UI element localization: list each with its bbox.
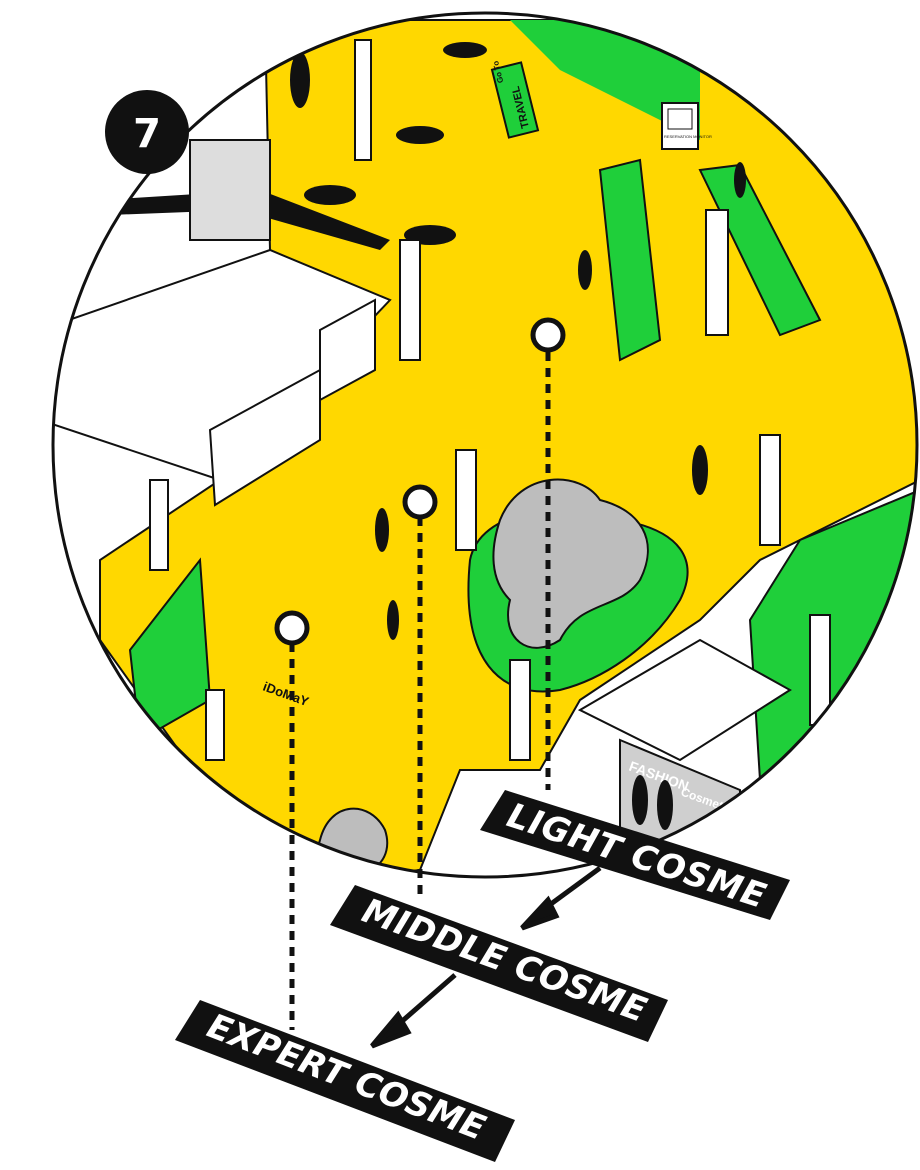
arrows <box>370 865 602 1049</box>
svg-text:MIDDLE COSME: MIDDLE COSME <box>357 891 653 1031</box>
lead-lines <box>289 352 551 1030</box>
cafe-tables <box>304 42 487 245</box>
label-middle-cosme: MIDDLE COSME <box>330 885 668 1042</box>
reservation-monitor: RESERVATION MONITOR <box>661 102 712 150</box>
floor-scene: FASHION Cosmetics Go To TRAVEL RESERVATI… <box>53 19 917 877</box>
svg-text:EXPERT COSME: EXPERT COSME <box>202 1006 492 1149</box>
gallery-room <box>189 139 271 241</box>
frame-circle <box>51 11 919 879</box>
zone-markers <box>274 317 566 646</box>
pillars <box>149 39 831 761</box>
gallery-floor-dark <box>100 190 390 250</box>
people <box>290 52 746 830</box>
svg-text:7: 7 <box>133 111 161 157</box>
marker-expert-cosme <box>274 610 310 646</box>
svg-text:RESERVATION MONITOR: RESERVATION MONITOR <box>664 134 712 139</box>
green-table <box>698 163 822 337</box>
shop-block <box>577 638 792 762</box>
marker-middle-cosme <box>402 484 438 520</box>
rocks <box>492 478 649 649</box>
floor-number-badge: 7 <box>105 90 189 174</box>
shelf-unit <box>319 298 376 402</box>
marker-light-cosme <box>530 317 566 353</box>
shelf-unit <box>208 368 321 507</box>
label-expert-cosme: EXPERT COSME <box>175 1000 515 1162</box>
green-wall <box>510 20 700 140</box>
green-table <box>598 158 662 362</box>
